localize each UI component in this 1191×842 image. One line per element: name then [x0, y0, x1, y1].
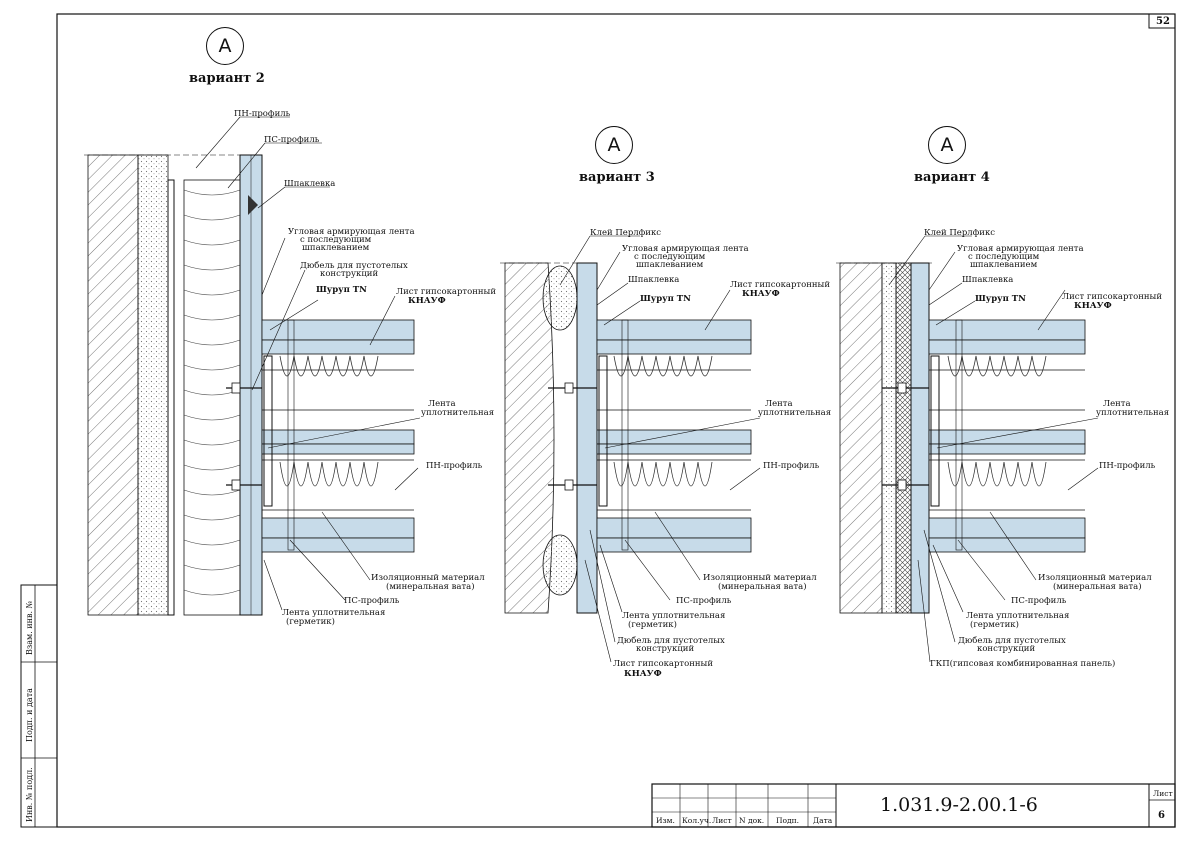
v3-label-corner-tape: Угловая армирующая лента — [622, 244, 749, 254]
v4-label-seal-tape-2: уплотнительная — [1096, 408, 1170, 418]
v3-label-putty: Шпаклевка — [628, 275, 680, 285]
v3-label-sealant-2: (герметик) — [628, 620, 677, 630]
v3-label-screw: Шуруп TN — [640, 294, 691, 304]
v2-label-insulation-2: (минеральная вата) — [386, 582, 475, 592]
v2-label-sealant: Лента уплотнительная — [282, 608, 386, 618]
variant-3-title: вариант 3 — [579, 170, 655, 185]
v2-label-dowel-2: конструкций — [320, 269, 379, 279]
v4-label-ps-profile: ПС-профиль — [1011, 596, 1067, 606]
v2-label-corner-tape-2: с последующим — [300, 235, 372, 245]
v4-label-pn-profile: ПН-профиль — [1099, 461, 1156, 471]
v3-label-insulation-2: (минеральная вата) — [718, 582, 807, 592]
v2-label-gkl: Лист гипсокартонный — [396, 287, 496, 297]
v3-label-corner-tape-2: с последующим — [634, 252, 706, 262]
v4-label-putty: Шпаклевка — [962, 275, 1014, 285]
v3-label-dowel-2: конструкций — [636, 644, 695, 654]
v4-label-seal-tape: Лента — [1103, 399, 1131, 409]
v4-label-dowel-2: конструкций — [977, 644, 1036, 654]
v2-label-pn-profile-2: ПН-профиль — [426, 461, 483, 471]
v2-label-putty: Шпаклевка — [284, 179, 336, 189]
v2-label-dowel: Дюбель для пустотелых — [300, 261, 408, 271]
v4-label-gkp: ГКП(гипсовая комбинированная панель) — [930, 659, 1116, 669]
v2-label-insulation: Изоляционный материал — [371, 573, 485, 583]
title-col-ndok: N док. — [739, 816, 765, 825]
title-col-izm: Изм. — [656, 816, 675, 825]
v3-label-gkl-bottom: Лист гипсокартонный — [613, 659, 713, 669]
v4-label-gkl: Лист гипсокартонный — [1062, 292, 1162, 302]
v2-label-seal-tape-2: уплотнительная — [421, 408, 495, 418]
title-col-podp: Подп. — [776, 816, 800, 825]
v4-label-dowel: Дюбель для пустотелых — [958, 636, 1066, 646]
title-col-koluch: Кол.уч. — [682, 816, 712, 825]
v3-label-gkl-2: КНАУФ — [742, 289, 780, 299]
title-col-data: Дата — [813, 816, 833, 825]
section-marker-v3: А — [595, 126, 633, 164]
sheet-label: Лист — [1153, 789, 1173, 798]
v3-label-seal-tape: Лента — [765, 399, 793, 409]
v3-label-dowel: Дюбель для пустотелых — [617, 636, 725, 646]
v3-label-corner-tape-3: шпаклеванием — [636, 260, 704, 270]
side-stamp — [20, 584, 58, 828]
v2-label-corner-tape: Угловая армирующая лента — [288, 227, 415, 237]
v3-label-glue: Клей Перлфикс — [590, 228, 662, 238]
variant-2-drawing — [84, 116, 421, 616]
v4-label-sealant: Лента уплотнительная — [966, 611, 1070, 621]
stamp-podp: Подп. и дата — [25, 688, 34, 742]
v4-label-insulation: Изоляционный материал — [1038, 573, 1152, 583]
v3-label-gkl-bottom-2: КНАУФ — [624, 669, 662, 679]
v3-label-gkl: Лист гипсокартонный — [730, 280, 830, 290]
v2-label-corner-tape-3: шпаклеванием — [302, 243, 370, 253]
v2-label-pn-profile: ПН-профиль — [234, 109, 291, 119]
sheet-number: 52 — [1156, 16, 1170, 27]
sheet-frame — [56, 13, 1176, 828]
v2-label-screw: Шуруп TN — [316, 285, 367, 295]
variant-2-title: вариант 2 — [189, 71, 265, 86]
v4-label-corner-tape: Угловая армирующая лента — [957, 244, 1084, 254]
v3-label-insulation: Изоляционный материал — [703, 573, 817, 583]
v4-label-screw: Шуруп TN — [975, 294, 1026, 304]
v3-label-seal-tape-2: уплотнительная — [758, 408, 832, 418]
v2-label-ps-profile-2: ПС-профиль — [344, 596, 400, 606]
v4-label-corner-tape-2: с последующим — [968, 252, 1040, 262]
v2-label-seal-tape: Лента — [428, 399, 456, 409]
section-marker-v2: А — [206, 27, 244, 65]
v4-label-gkl-2: КНАУФ — [1074, 301, 1112, 311]
stamp-inv: Инв. № подл. — [25, 767, 34, 822]
v3-label-sealant: Лента уплотнительная — [622, 611, 726, 621]
section-marker-v4: А — [928, 126, 966, 164]
stamp-vzam: Взам. инв. № — [25, 600, 34, 655]
sheet-number-box — [1148, 13, 1176, 29]
v2-label-gkl-2: КНАУФ — [408, 296, 446, 306]
v3-label-pn-profile: ПН-профиль — [763, 461, 820, 471]
title-block — [651, 783, 1176, 828]
v4-label-glue: Клей Перлфикс — [924, 228, 996, 238]
v2-label-ps-profile: ПС-профиль — [264, 135, 320, 145]
title-col-list: Лист — [712, 816, 732, 825]
drawing-code: 1.031.9-2.00.1-6 — [880, 794, 1038, 816]
sheet-value: 6 — [1158, 810, 1165, 821]
v4-label-corner-tape-3: шпаклеванием — [970, 260, 1038, 270]
variant-4-title: вариант 4 — [914, 170, 990, 185]
v4-label-sealant-2: (герметик) — [970, 620, 1019, 630]
variant-4-drawing — [836, 235, 1099, 663]
v3-label-ps-profile: ПС-профиль — [676, 596, 732, 606]
v4-label-insulation-2: (минеральная вата) — [1053, 582, 1142, 592]
variant-3-drawing — [500, 235, 761, 663]
v2-label-sealant-2: (герметик) — [286, 617, 335, 627]
